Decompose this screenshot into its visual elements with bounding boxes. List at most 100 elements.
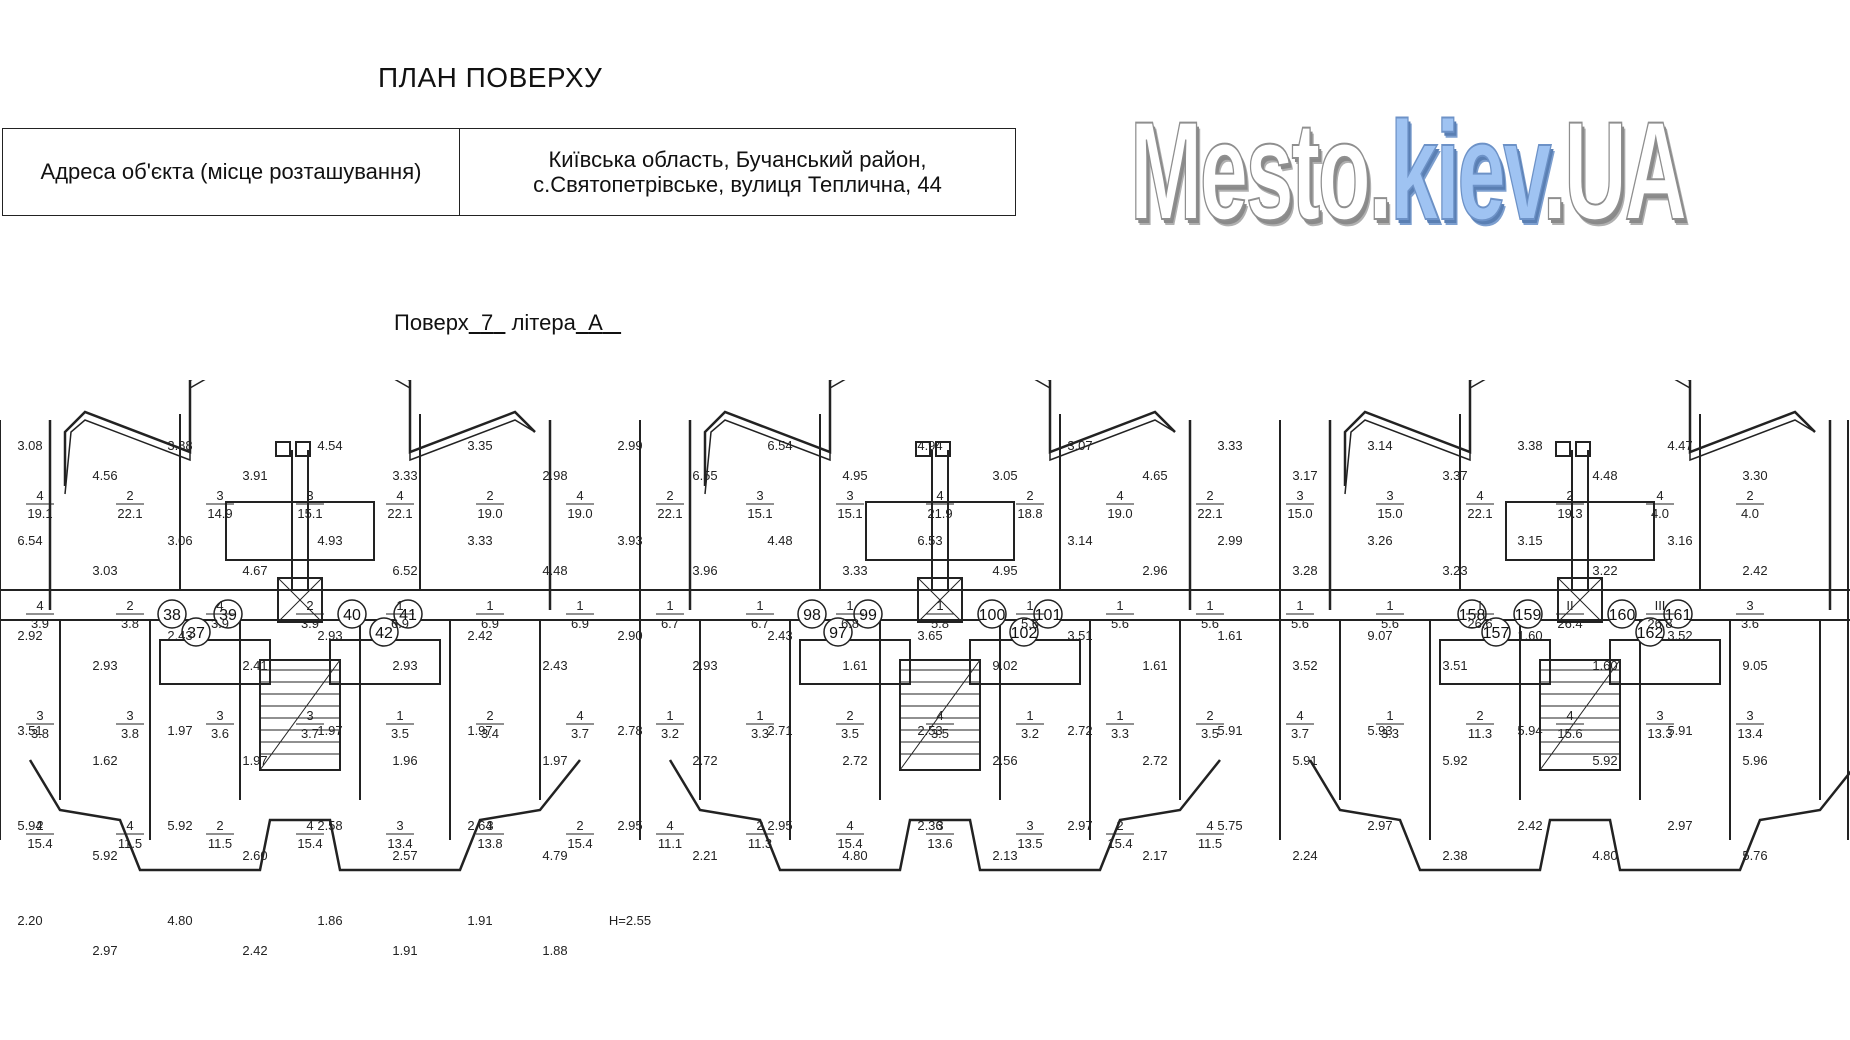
room-number: 4 xyxy=(306,818,313,833)
dimension-label: 3.05 xyxy=(992,468,1017,483)
room-label: 315.1 xyxy=(746,488,774,521)
room-number: 3 xyxy=(1746,598,1753,613)
dimension-label: 9.07 xyxy=(1367,628,1392,643)
apartment-number: 98 xyxy=(803,607,821,624)
dimension-label: 3.03 xyxy=(92,563,117,578)
room-number: 4 xyxy=(1566,708,1573,723)
room-number: 3 xyxy=(846,488,853,503)
dimension-label: 5.75 xyxy=(1217,818,1242,833)
dimension-label: 6.54 xyxy=(767,438,792,453)
room-label: 313.5 xyxy=(1016,818,1044,851)
room-number: 4 xyxy=(1116,488,1123,503)
room-area: 6.7 xyxy=(751,616,769,631)
room-number: 4 xyxy=(396,488,403,503)
room-number: 2 xyxy=(126,488,133,503)
room-number: III xyxy=(1655,598,1666,613)
room-area: 3.5 xyxy=(391,726,409,741)
dimension-label: 3.06 xyxy=(167,533,192,548)
room-number: 3 xyxy=(36,708,43,723)
room-area: 11.3 xyxy=(1468,726,1492,741)
room-label: 15.6 xyxy=(1286,598,1314,631)
wall-rect xyxy=(159,639,271,685)
dimension-label: 2.64 xyxy=(467,818,492,833)
room-label: 23.5 xyxy=(1196,708,1224,741)
room-area: 5.6 xyxy=(1291,616,1309,631)
room-area: 3.7 xyxy=(571,726,589,741)
room-area: 22.1 xyxy=(387,506,412,521)
room-number: 3 xyxy=(756,488,763,503)
wall-segment xyxy=(899,659,981,771)
room-label: 23.8 xyxy=(116,598,144,631)
dimension-label: 3.26 xyxy=(1367,533,1392,548)
room-label: 44.0 xyxy=(1646,488,1674,521)
room-area: 3.9 xyxy=(211,616,229,631)
room-label: 43.9 xyxy=(26,598,54,631)
room-label: 421.9 xyxy=(926,488,954,521)
apartment-number: 99 xyxy=(859,607,877,624)
dimension-label: 4.80 xyxy=(167,913,192,928)
room-area: 13.5 xyxy=(1017,836,1042,851)
room-area: 22.1 xyxy=(1467,506,1492,521)
dimension-label: 1.61 xyxy=(842,658,867,673)
room-area: 3.8 xyxy=(121,726,139,741)
room-number: 2 xyxy=(1476,708,1483,723)
dimension-label: 2.57 xyxy=(392,848,417,863)
dimension-label: 3.52 xyxy=(1292,658,1317,673)
room-area: 5.8 xyxy=(931,616,949,631)
dimension-label: 1.60 xyxy=(1592,658,1617,673)
room-label: 16.9 xyxy=(476,598,504,631)
room-label: 222.1 xyxy=(656,488,684,521)
room-label: 15.6 xyxy=(1376,598,1404,631)
apartment-number-badge xyxy=(369,617,399,647)
room-area: 15.4 xyxy=(837,836,862,851)
room-label: 411.1 xyxy=(656,818,684,851)
room-label: 411.5 xyxy=(116,818,144,851)
room-area: 13.4 xyxy=(1737,726,1762,741)
apartment-number-badge xyxy=(337,599,367,629)
room-number: 2 xyxy=(846,708,853,723)
room-label: 314.9 xyxy=(206,488,234,521)
dimension-label: 2.43 xyxy=(542,658,567,673)
dimension-label: 2.72 xyxy=(842,753,867,768)
address-label: Адреса об'єкта (місце розташування) xyxy=(3,129,460,215)
wall-rect xyxy=(277,577,323,623)
apartment-number: 160 xyxy=(1609,607,1636,624)
room-number: 4 xyxy=(126,818,133,833)
room-label: 419.0 xyxy=(1106,488,1134,521)
room-label: 33.8 xyxy=(26,708,54,741)
room-area: 6.9 xyxy=(391,616,409,631)
room-label: 13.3 xyxy=(1106,708,1134,741)
dimension-label: 3.96 xyxy=(692,563,717,578)
litera-value: А xyxy=(588,310,603,335)
room-number: 3 xyxy=(216,488,223,503)
room-label: 411.5 xyxy=(1196,818,1224,851)
dimension-label: 2.98 xyxy=(542,468,567,483)
room-number: 3 xyxy=(1746,708,1753,723)
dimension-label: 2.92 xyxy=(17,628,42,643)
dimension-label: 5.93 xyxy=(1367,723,1392,738)
room-label: 211.3 xyxy=(1466,708,1494,741)
room-label: 16.7 xyxy=(746,598,774,631)
room-number: 1 xyxy=(396,598,403,613)
dimension-label: 1.96 xyxy=(392,753,417,768)
apartment-number: 161 xyxy=(1665,607,1692,624)
dimension-label: 5.92 xyxy=(1442,753,1467,768)
wall-outline xyxy=(1343,380,1816,486)
room-number: 4 xyxy=(1476,488,1483,503)
dimension-label: 2.97 xyxy=(1367,818,1392,833)
room-area: 3.2 xyxy=(661,726,679,741)
room-area: 3.5 xyxy=(931,726,949,741)
dimension-label: 2.53 xyxy=(917,723,942,738)
dimension-label: 3.52 xyxy=(1667,628,1692,643)
dimension-label: 3.51 xyxy=(1067,628,1092,643)
dimension-label: 2.71 xyxy=(767,723,792,738)
room-area: 3.3 xyxy=(751,726,769,741)
room-label: 415.6 xyxy=(1556,708,1584,741)
wall-rect xyxy=(1609,639,1721,685)
dimension-label: 5.92 xyxy=(92,848,117,863)
wall-outline xyxy=(703,380,1176,486)
room-number: 1 xyxy=(576,598,583,613)
apartment-number: 42 xyxy=(375,625,393,642)
